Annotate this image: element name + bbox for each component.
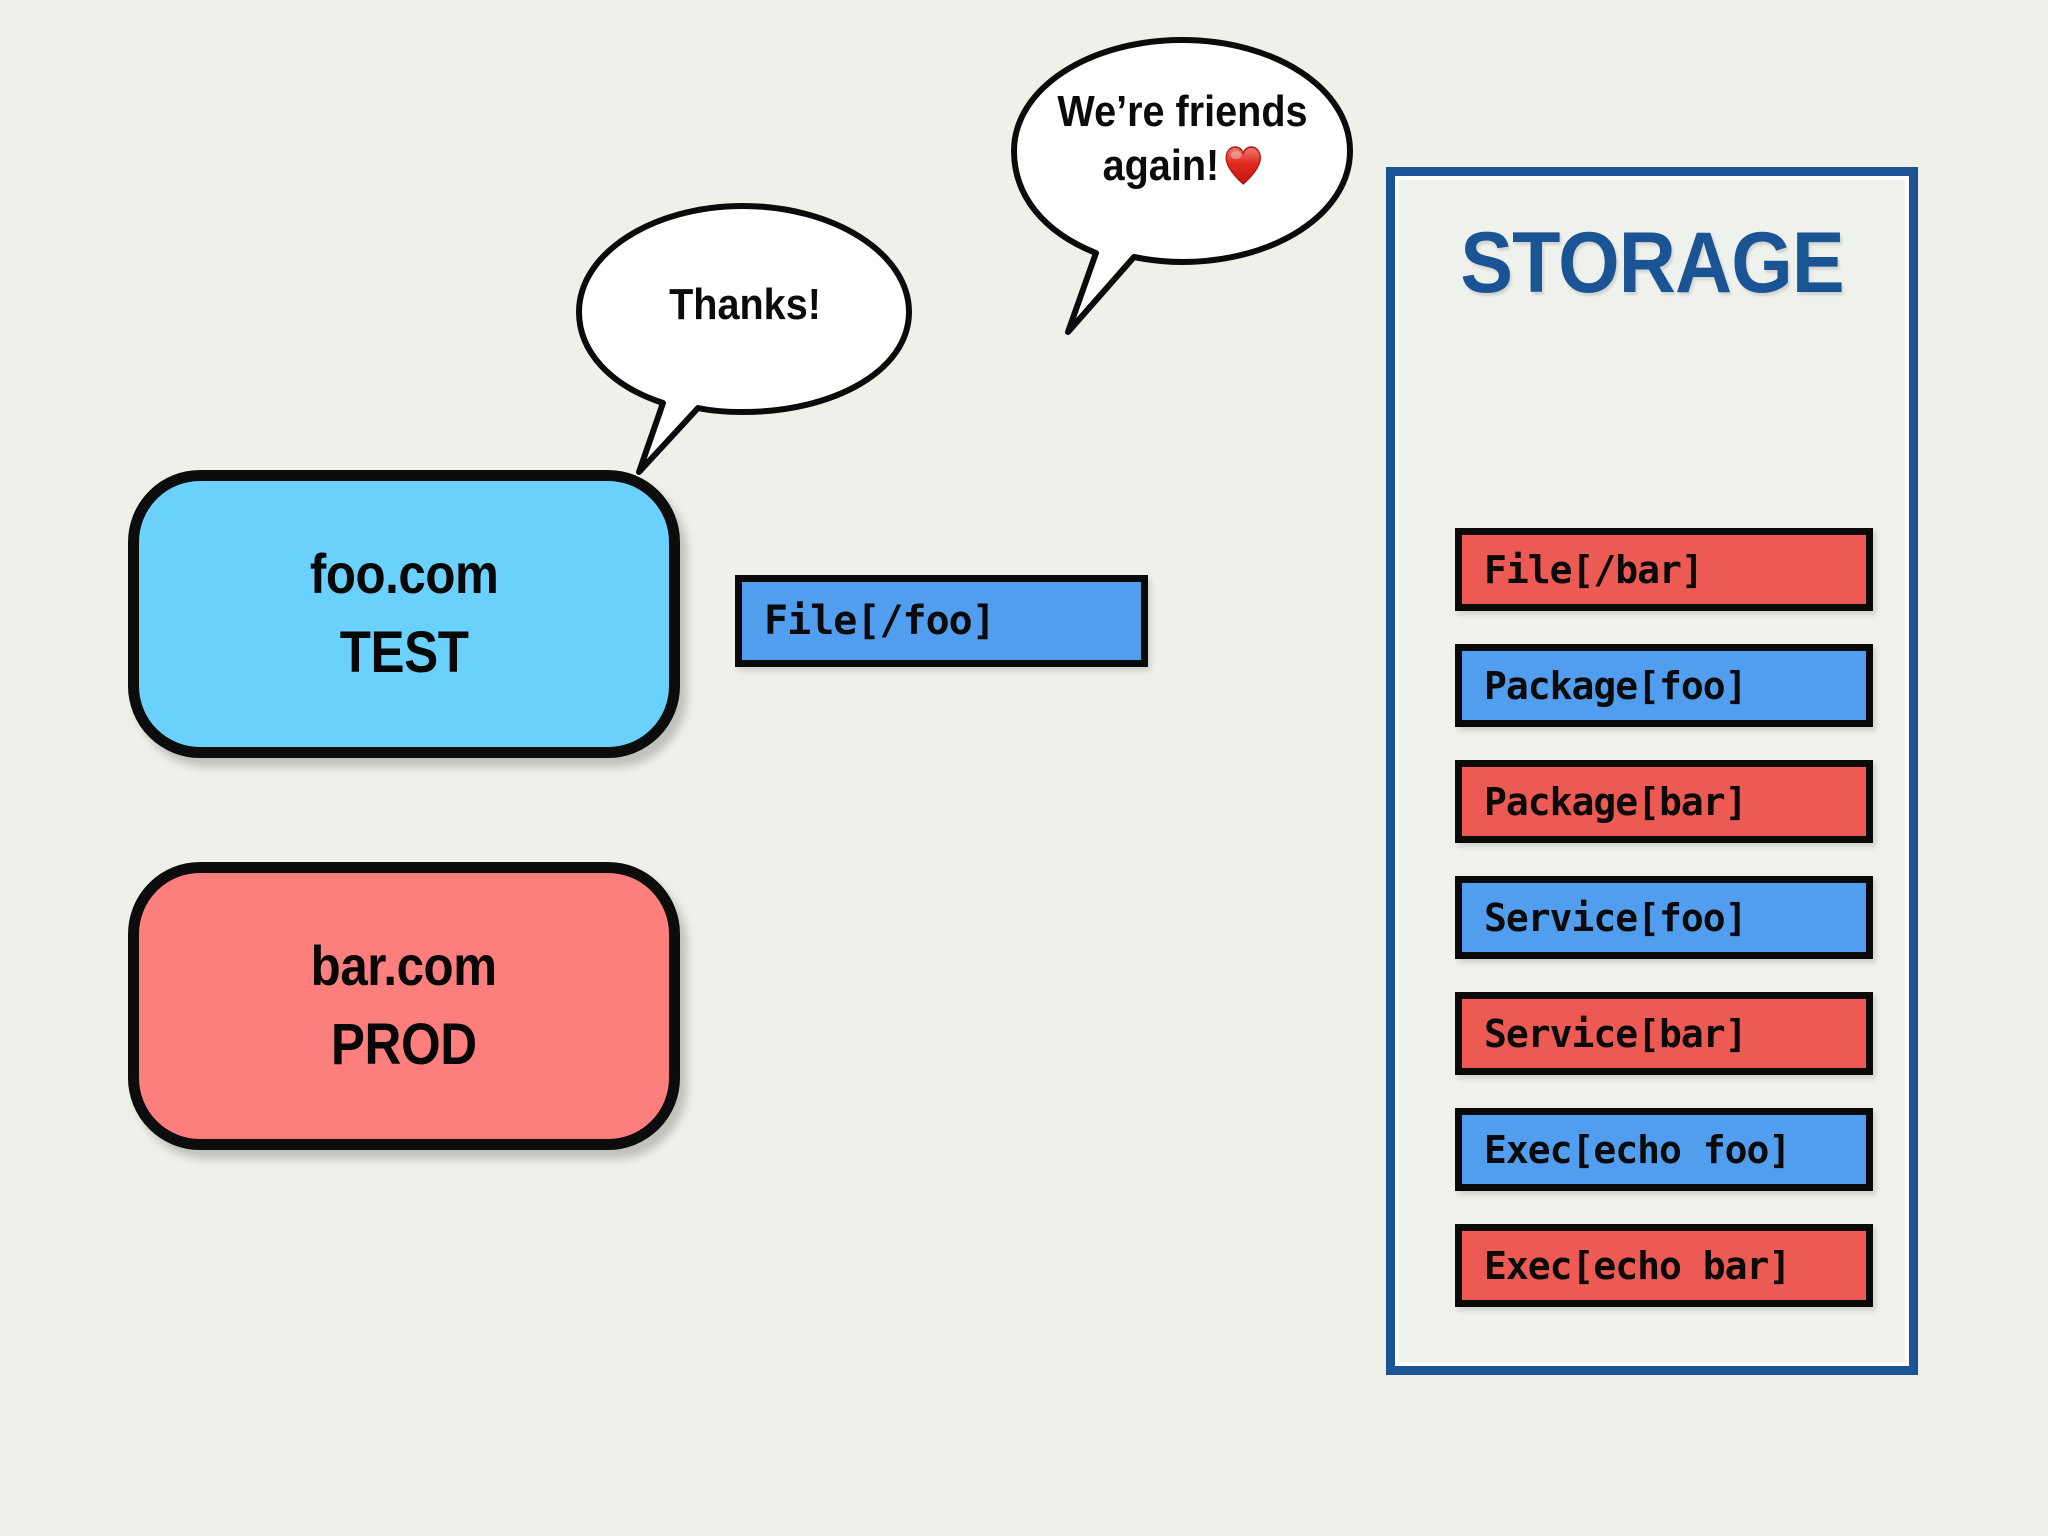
storage-item-list: File[/bar] Package[foo] Package[bar] Ser…	[1455, 528, 1873, 1340]
speech-bubble-friends-shape	[1011, 37, 1353, 335]
node-bar-stage: PROD	[331, 1012, 477, 1077]
speech-bubble-thanks: Thanks!	[575, 200, 915, 490]
speech-bubble-friends: We’re friends again!	[1010, 35, 1355, 340]
storage-item-package-bar[interactable]: Package[bar]	[1455, 760, 1873, 843]
storage-item-exec-echo-foo[interactable]: Exec[echo foo]	[1455, 1108, 1873, 1191]
speech-bubble-thanks-shape	[576, 203, 912, 475]
node-bar-domain: bar.com	[311, 934, 497, 997]
node-bar-com[interactable]: bar.com PROD	[128, 862, 680, 1150]
storage-title: STORAGE	[1460, 215, 1844, 311]
storage-item-service-bar[interactable]: Service[bar]	[1455, 992, 1873, 1075]
node-foo-domain: foo.com	[309, 542, 499, 605]
storage-item-file-bar[interactable]: File[/bar]	[1455, 528, 1873, 611]
node-foo-com[interactable]: foo.com TEST	[128, 470, 680, 758]
storage-item-package-foo[interactable]: Package[foo]	[1455, 644, 1873, 727]
storage-panel: STORAGE File[/bar] Package[foo] Package[…	[1386, 167, 1918, 1375]
storage-item-exec-echo-bar[interactable]: Exec[echo bar]	[1455, 1224, 1873, 1307]
node-foo-stage: TEST	[339, 620, 469, 685]
storage-item-service-foo[interactable]: Service[foo]	[1455, 876, 1873, 959]
chip-file-foo[interactable]: File[/foo]	[735, 575, 1148, 667]
